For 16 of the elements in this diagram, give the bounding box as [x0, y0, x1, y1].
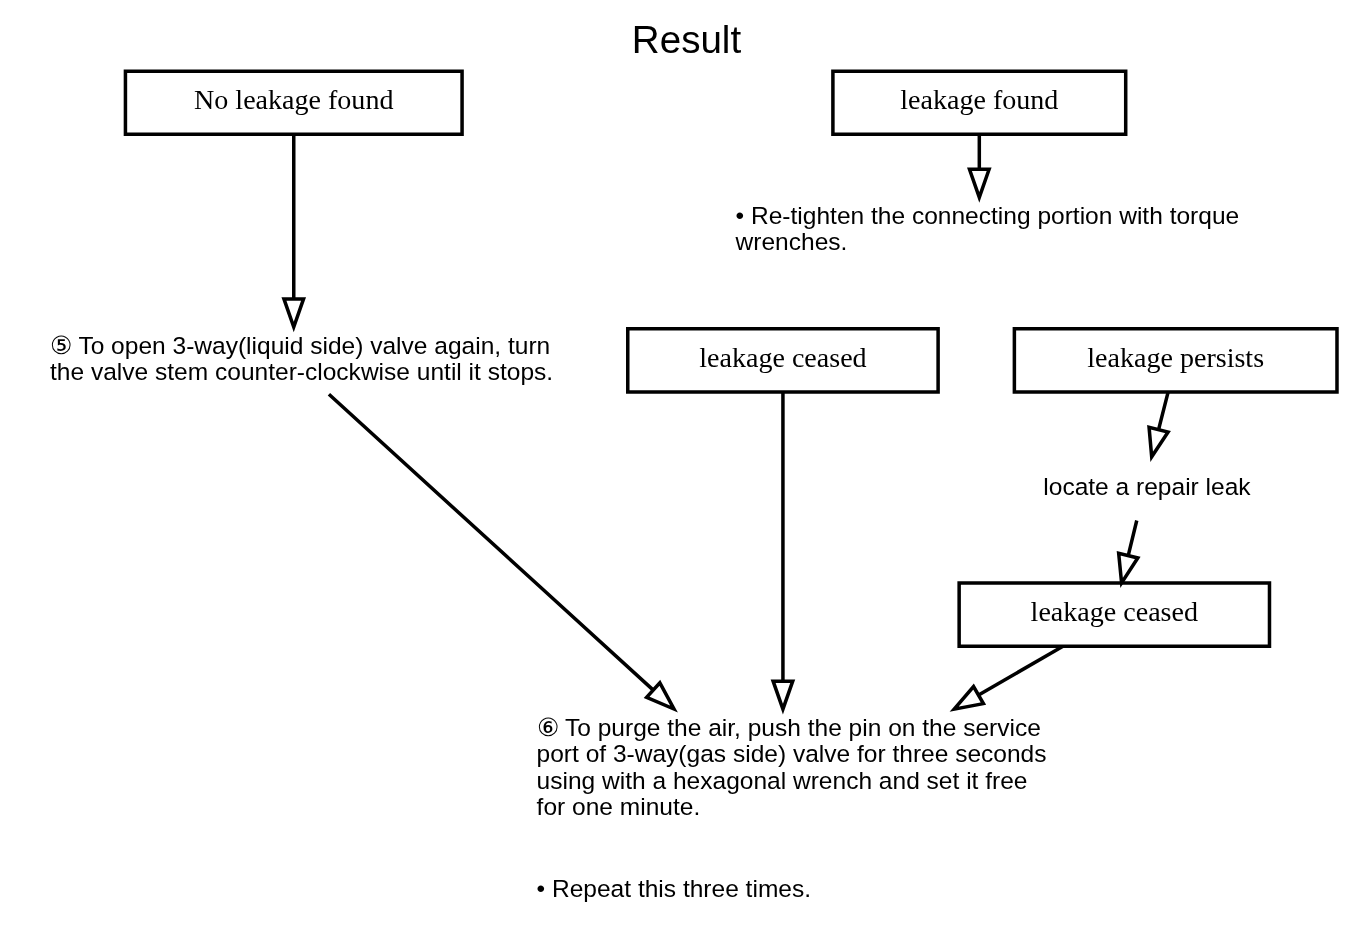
node-box: leakage persists	[1012, 327, 1339, 394]
arrow	[966, 134, 992, 203]
node-box: leakage ceased	[625, 327, 940, 394]
node-text: ⑤ To open 3-way(liquid side) valve again, turn the valve stem counter-clockwise until it stops.	[49, 331, 553, 386]
arrow	[1116, 520, 1141, 589]
node-box: leakage ceased	[956, 581, 1271, 648]
node-box: leakage found	[830, 69, 1127, 136]
node-text: • Re-tighten the connecting portion with torque wrenches.	[735, 202, 1239, 256]
arrow	[280, 134, 306, 333]
arrow	[1146, 391, 1171, 462]
node-box: No leakage found	[123, 69, 464, 136]
diagram-title: Result	[631, 17, 741, 61]
node-text: locate a repair leak	[1042, 472, 1251, 500]
arrow	[327, 392, 678, 713]
arrow	[770, 392, 795, 715]
node-text: ⑥ To purge the air, push the pin on the service port of 3-way(gas side) valve for three seconds using with a hexagonal wrench and set it free for one minute. • Repeat this three times.	[536, 713, 1047, 903]
